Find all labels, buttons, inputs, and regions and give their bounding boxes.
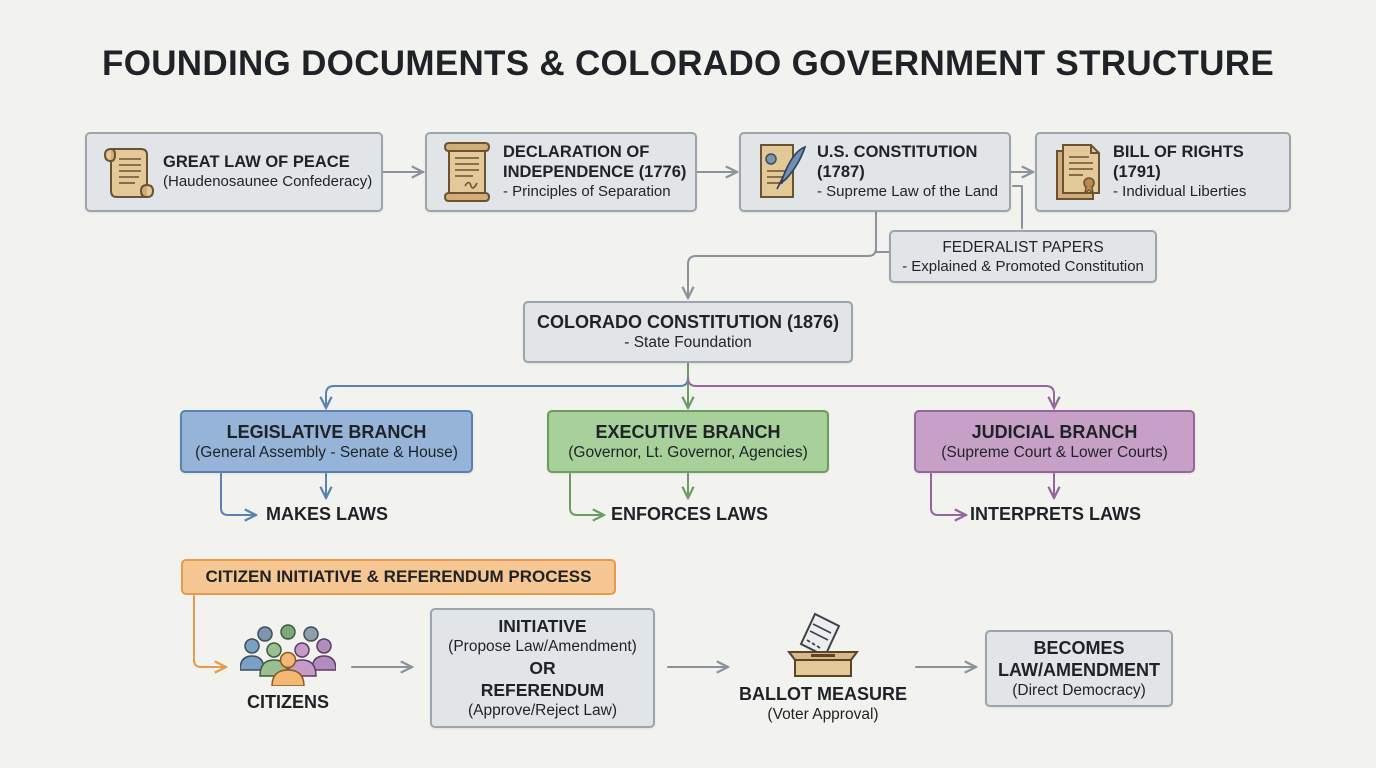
bill-heading-2: (1791) [1113, 163, 1161, 181]
great-law-sub: (Haudenosaunee Confederacy) [163, 173, 373, 190]
executive-sub: (Governor, Lt. Governor, Agencies) [568, 443, 808, 461]
seal-document-icon [1056, 144, 1100, 200]
constitution-heading-2: (1787) [817, 163, 865, 181]
judicial-heading: JUDICIAL BRANCH [971, 421, 1138, 442]
arrow-legislative-role-side [220, 473, 256, 515]
federalist-box: FEDERALIST PAPERS - Explained & Promoted… [889, 230, 1157, 283]
citizens-label: CITIZENS [247, 692, 330, 712]
referendum-heading: REFERENDUM [480, 680, 605, 700]
line-constitution-to-federalist [1012, 185, 1023, 229]
initiative-sub: (Propose Law/Amendment) [448, 638, 637, 655]
judicial-sub: (Supreme Court & Lower Courts) [941, 443, 1168, 461]
declaration-box: DECLARATION OF INDEPENDENCE (1776) - Pri… [425, 132, 697, 212]
bill-sub: - Individual Liberties [1113, 183, 1247, 200]
ballot-heading: BALLOT MEASURE [739, 684, 907, 704]
referendum-sub: (Approve/Reject Law) [467, 702, 618, 719]
result-heading-2: LAW/AMENDMENT [998, 659, 1160, 680]
judicial-branch-box: JUDICIAL BRANCH (Supreme Court & Lower C… [914, 410, 1195, 473]
arrow-colorado-to-legislative [326, 361, 689, 408]
colorado-sub: - State Foundation [624, 334, 752, 351]
arrow-process-to-citizens [193, 595, 226, 667]
executive-heading: EXECUTIVE BRANCH [595, 421, 781, 442]
federalist-sub: - Explained & Promoted Constitution [902, 257, 1144, 275]
legislative-role-label: MAKES LAWS [266, 504, 389, 524]
great-law-heading: GREAT LAW OF PEACE [163, 153, 350, 171]
colorado-heading: COLORADO CONSTITUTION (1876) [536, 312, 840, 332]
scroll-document-icon [443, 142, 491, 202]
result-heading-1: BECOMES [1033, 637, 1125, 658]
citizens-group-icon [240, 624, 336, 686]
ballot-box-icon [787, 612, 859, 677]
arrow-colorado-to-judicial [687, 377, 1054, 408]
federalist-heading: FEDERALIST PAPERS [942, 238, 1104, 256]
declaration-sub: - Principles of Separation [503, 183, 671, 200]
ballot-measure-text: BALLOT MEASURE (Voter Approval) [723, 683, 923, 725]
constitution-sub: - Supreme Law of the Land [817, 183, 998, 200]
constitution-heading-1: U.S. CONSTITUTION [817, 143, 978, 161]
bill-heading-1: BILL OF RIGHTS [1113, 143, 1244, 161]
or-label: OR [529, 658, 556, 678]
judicial-role-label: INTERPRETS LAWS [970, 504, 1142, 524]
great-law-box: GREAT LAW OF PEACE (Haudenosaunee Confed… [85, 132, 383, 212]
arrow-constitution-to-colorado [688, 211, 877, 298]
legislative-sub: (General Assembly - Senate & House) [195, 443, 458, 461]
arrow-judicial-role-side [930, 473, 966, 515]
legislative-branch-box: LEGISLATIVE BRANCH (General Assembly - S… [180, 410, 473, 473]
line-federalist-link [875, 211, 890, 253]
citizen-process-heading: CITIZEN INITIATIVE & REFERENDUM PROCESS [181, 559, 616, 595]
initiative-referendum-box: INITIATIVE (Propose Law/Amendment) OR RE… [430, 608, 655, 728]
initiative-heading: INITIATIVE [498, 616, 587, 636]
quill-document-icon [760, 144, 807, 198]
bill-of-rights-box: BILL OF RIGHTS (1791) - Individual Liber… [1035, 132, 1291, 212]
executive-branch-box: EXECUTIVE BRANCH (Governor, Lt. Governor… [547, 410, 829, 473]
constitution-box: U.S. CONSTITUTION (1787) - Supreme Law o… [739, 132, 1011, 212]
page-title: FOUNDING DOCUMENTS & COLORADO GOVERNMENT… [102, 44, 1274, 83]
becomes-law-box: BECOMES LAW/AMENDMENT (Direct Democracy) [985, 630, 1173, 707]
declaration-heading-1: DECLARATION OF [503, 143, 650, 161]
scroll-icon [103, 148, 155, 198]
ballot-sub: (Voter Approval) [767, 706, 879, 723]
result-sub: (Direct Democracy) [1012, 681, 1146, 699]
legislative-heading: LEGISLATIVE BRANCH [226, 421, 427, 442]
arrow-executive-role-side [569, 473, 604, 515]
executive-role-label: ENFORCES LAWS [611, 504, 769, 524]
declaration-heading-2: INDEPENDENCE (1776) [503, 163, 687, 181]
colorado-constitution-box: COLORADO CONSTITUTION (1876) - State Fou… [523, 301, 853, 363]
